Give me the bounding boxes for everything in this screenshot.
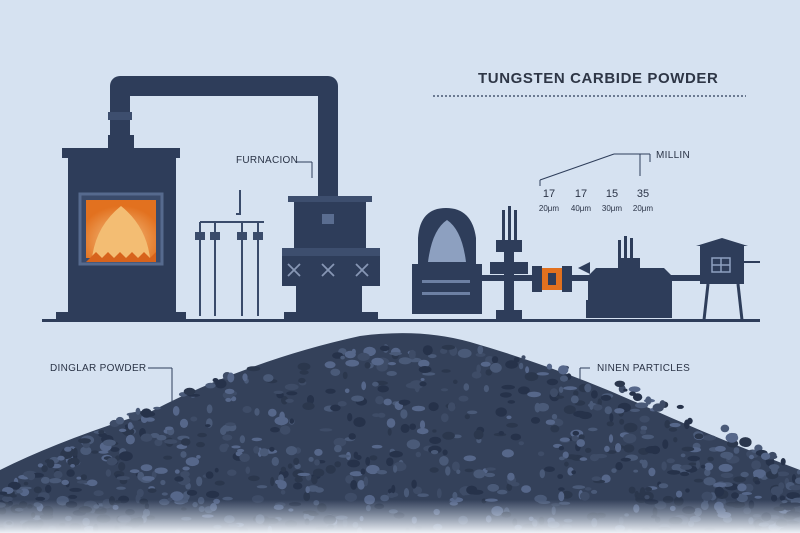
coarse-powder-label: DINGLAR POWDER bbox=[50, 363, 147, 374]
fine-particles-label: NINEN PARTICLES bbox=[597, 363, 691, 374]
pipe-collar bbox=[108, 112, 132, 120]
ball-mill bbox=[578, 236, 672, 318]
powder-pile bbox=[0, 333, 800, 533]
furnace bbox=[56, 135, 186, 320]
gas-rack bbox=[195, 190, 264, 316]
crusher bbox=[412, 208, 482, 314]
scale-unit: 20μm bbox=[632, 204, 654, 213]
diagram-title: TUNGSTEN CARBIDE POWDER bbox=[478, 70, 719, 87]
size-scale-bracket bbox=[539, 153, 651, 186]
reactor bbox=[282, 196, 380, 320]
ground-line bbox=[42, 319, 760, 322]
furnace-label: FURNACION bbox=[236, 155, 299, 166]
scale-unit: 40μm bbox=[570, 204, 592, 213]
control-box bbox=[696, 238, 760, 321]
scale-value: 15 bbox=[605, 188, 619, 200]
coupling bbox=[532, 266, 572, 292]
scale-value: 17 bbox=[542, 188, 556, 200]
scale-value: 35 bbox=[636, 188, 650, 200]
scale-value: 17 bbox=[574, 188, 588, 200]
mill-tower bbox=[490, 206, 528, 320]
mill-label: MILLIN bbox=[656, 150, 691, 161]
scale-unit: 30μm bbox=[601, 204, 623, 213]
flame-icon bbox=[92, 206, 150, 258]
scale-unit: 20μm bbox=[538, 204, 560, 213]
